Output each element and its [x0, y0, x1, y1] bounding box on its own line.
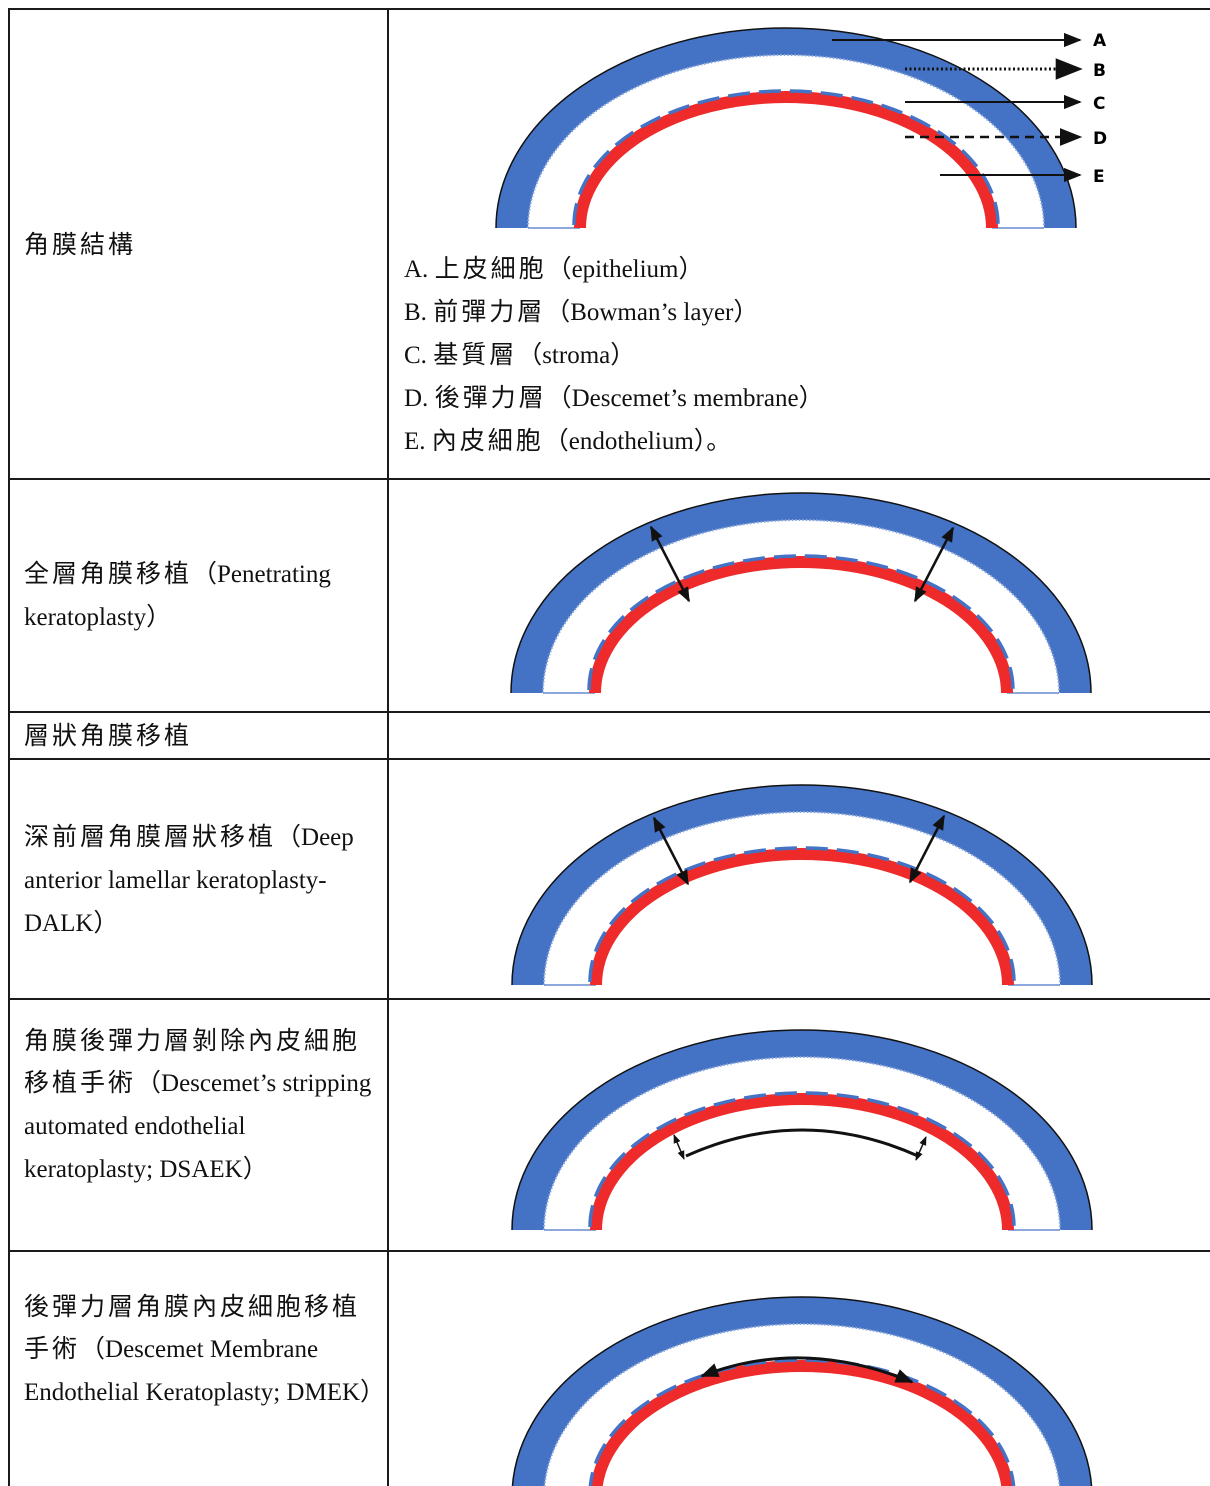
table-column-divider — [387, 8, 389, 1486]
posterior-graft-curve — [685, 1128, 919, 1158]
letter-d: D — [1093, 129, 1107, 149]
layer-legend: A. 上皮細胞（epithelium） B. 前彈力層（Bowman’s lay… — [404, 248, 824, 463]
dalk-diagram — [512, 785, 1092, 985]
label-chinese: 深前層角膜層狀移植 — [24, 822, 277, 851]
descemet-graft-curve — [700, 1356, 914, 1384]
full-thickness-arrow — [649, 525, 691, 603]
penetrating-keratoplasty-diagram — [511, 493, 1091, 693]
label-chinese: 角膜後彈力層剝除內皮細胞移植手術 — [24, 1026, 361, 1097]
graft-thickness-arrow — [673, 1134, 685, 1160]
label-english: （Descemet’s stripping automated endothel… — [24, 1070, 372, 1183]
label-chinese: 角膜結構 — [24, 230, 137, 259]
label-english: （Penetrating keratoplasty） — [24, 561, 331, 631]
row-label-penetrating-keratoplasty: 全層角膜移植（Penetrating keratoplasty） — [24, 553, 374, 639]
row-label-cornea-structure: 角膜結構 — [24, 224, 374, 266]
cornea-structure-diagram — [496, 28, 1076, 228]
legend-item: A. 上皮細胞（epithelium） — [404, 254, 704, 283]
legend-item: D. 後彈力層（Descemet’s membrane） — [404, 383, 824, 412]
dmek-diagram — [512, 1297, 1092, 1486]
full-thickness-arrow — [913, 526, 955, 603]
row-label-lamellar-keratoplasty: 層狀角膜移植 — [24, 715, 374, 757]
row-divider — [8, 758, 1210, 760]
label-chinese: 層狀角膜移植 — [24, 721, 193, 750]
legend-item: B. 前彈力層（Bowman’s layer） — [404, 297, 759, 326]
anterior-stroma-arrow — [908, 814, 946, 884]
dsaek-diagram — [512, 1030, 1092, 1230]
label-english: （Deep anterior lamellar keratoplasty-DAL… — [24, 824, 354, 937]
row-divider — [8, 478, 1210, 480]
row-label-dsaek: 角膜後彈力層剝除內皮細胞移植手術（Descemet’s stripping au… — [24, 1020, 374, 1191]
row-divider — [8, 998, 1210, 1000]
label-chinese: 後彈力層角膜內皮細胞移植手術 — [24, 1292, 361, 1363]
table-left-border — [8, 8, 10, 1486]
row-divider — [8, 1250, 1210, 1252]
letter-e: E — [1093, 167, 1105, 187]
legend-item: E. 內皮細胞（endothelium）。 — [404, 426, 732, 455]
row-divider — [8, 711, 1210, 713]
row-label-dmek: 後彈力層角膜內皮細胞移植手術（Descemet Membrane Endothe… — [24, 1286, 385, 1414]
label-english: （Descemet Membrane Endothelial Keratopla… — [24, 1336, 386, 1406]
layer-pointer-arrows — [832, 32, 1083, 183]
label-chinese: 全層角膜移植 — [24, 559, 193, 588]
letter-b: B — [1093, 61, 1106, 81]
letter-a: A — [1093, 31, 1107, 51]
legend-item: C. 基質層（stroma） — [404, 340, 636, 369]
anterior-stroma-arrow — [652, 816, 690, 886]
table-top-border — [8, 8, 1210, 10]
row-label-dalk: 深前層角膜層狀移植（Deep anterior lamellar keratop… — [24, 816, 374, 945]
letter-c: C — [1093, 94, 1105, 114]
